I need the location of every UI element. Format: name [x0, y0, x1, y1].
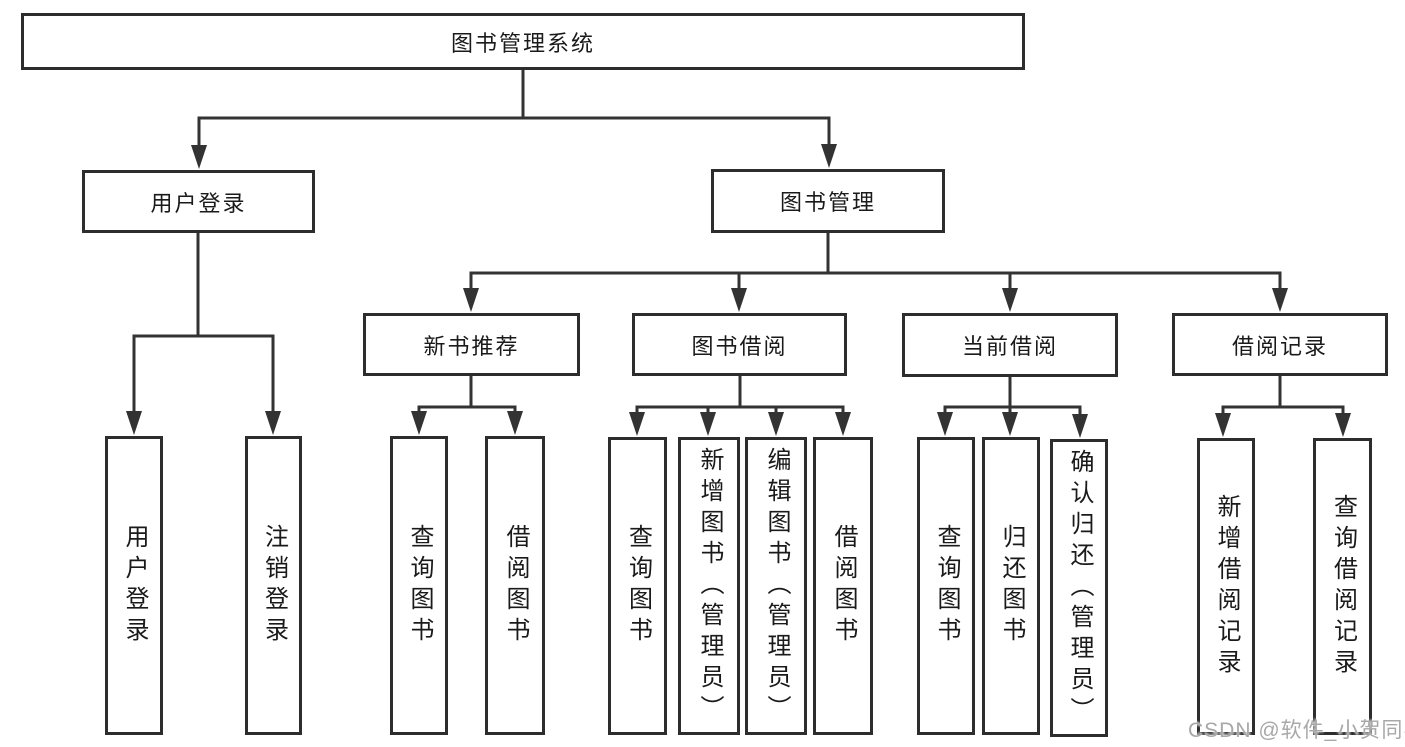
leaf-query-books-current: 查询图书	[917, 437, 975, 735]
node-label: 查询借阅记录	[1329, 493, 1357, 680]
node-label: 归还图书	[998, 524, 1025, 648]
arrowhead-icon	[700, 412, 716, 436]
node-label: 用户登录	[150, 190, 247, 216]
arrowhead-icon	[731, 288, 747, 312]
arrowhead-icon	[1335, 413, 1351, 437]
arrowhead-icon	[629, 412, 645, 436]
leaf-borrow-books: 借阅图书	[813, 437, 873, 735]
node-label: 确认归还（管理员）	[1066, 448, 1093, 728]
arrowhead-icon	[463, 288, 479, 312]
arrowhead-icon	[126, 411, 142, 435]
leaf-query-borrow-record: 查询借阅记录	[1313, 438, 1372, 735]
arrowhead-icon	[265, 411, 281, 435]
leaf-borrow-books-recommend: 借阅图书	[485, 436, 545, 735]
node-user-login: 用户登录	[82, 170, 315, 233]
leaf-query-books-borrow: 查询图书	[608, 437, 667, 735]
connector-book-management	[469, 233, 1282, 291]
arrowhead-icon	[1002, 288, 1018, 312]
connector-user-login	[132, 233, 275, 414]
leaf-edit-books-admin: 编辑图书（管理员）	[745, 437, 807, 735]
connector-borrow-records	[1221, 376, 1345, 416]
arrowhead-icon	[1215, 413, 1231, 437]
connector-new-book-recommend	[417, 376, 517, 414]
node-label: 借阅记录	[1231, 333, 1328, 359]
node-label: 图书借阅	[691, 333, 788, 359]
leaf-query-books-recommend: 查询图书	[390, 436, 448, 735]
arrowhead-icon	[1272, 288, 1288, 312]
connector-book-borrow	[635, 376, 845, 415]
arrowhead-icon	[411, 411, 427, 435]
connector-root-to-level1	[197, 70, 831, 148]
node-label: 编辑图书（管理员）	[763, 446, 790, 726]
node-label: 图书管理	[779, 190, 876, 215]
node-root-system: 图书管理系统	[21, 13, 1025, 70]
node-label: 借阅图书	[502, 523, 529, 648]
node-label: 查询图书	[406, 523, 433, 648]
node-book-borrow: 图书借阅	[632, 313, 847, 376]
leaf-logout: 注销登录	[245, 436, 302, 735]
node-current-borrow: 当前借阅	[902, 313, 1118, 377]
node-label: 查询图书	[624, 524, 652, 648]
arrowhead-icon	[507, 411, 523, 435]
arrowhead-icon	[768, 412, 784, 436]
connector-current-borrow	[943, 377, 1082, 416]
node-label: 图书管理系统	[450, 30, 595, 56]
node-label: 新书推荐	[423, 333, 520, 359]
arrowhead-icon	[835, 412, 851, 436]
arrowhead-icon	[1002, 412, 1018, 436]
leaf-confirm-return-admin: 确认归还（管理员）	[1050, 439, 1108, 737]
leaf-add-books-admin: 新增图书（管理员）	[678, 437, 740, 735]
node-borrow-records: 借阅记录	[1172, 313, 1388, 376]
arrowhead-icon	[1072, 414, 1088, 438]
leaf-user-login: 用户登录	[105, 436, 163, 735]
node-book-management: 图书管理	[711, 169, 945, 233]
node-new-book-recommend: 新书推荐	[363, 313, 580, 376]
arrowhead-icon	[191, 145, 207, 169]
csdn-watermark: CSDN @软件_小贺同学	[1188, 719, 1405, 742]
node-label: 查询图书	[933, 524, 960, 648]
leaf-add-borrow-record: 新增借阅记录	[1197, 438, 1255, 735]
leaf-return-books: 归还图书	[982, 437, 1040, 735]
node-label: 新增图书（管理员）	[696, 446, 723, 726]
node-label: 用户登录	[121, 523, 148, 648]
arrowhead-icon	[821, 144, 837, 168]
node-label: 当前借阅	[961, 334, 1058, 359]
node-label: 借阅图书	[830, 524, 857, 648]
node-label: 新增借阅记录	[1213, 493, 1240, 680]
node-label: 注销登录	[260, 523, 288, 648]
arrowhead-icon	[937, 412, 953, 436]
